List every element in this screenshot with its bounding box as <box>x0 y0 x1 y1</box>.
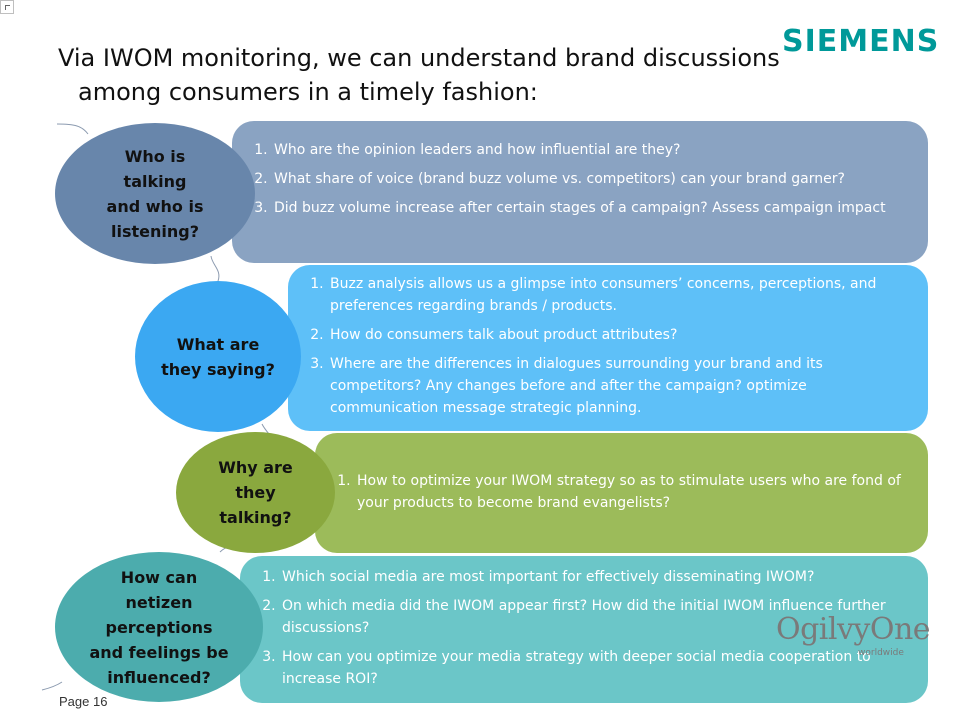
list-item: Who are the opinion leaders and how infl… <box>272 139 904 161</box>
list-item: How can you optimize your media strategy… <box>280 646 908 690</box>
title-line-2: among consumers in a timely fashion: <box>78 78 538 106</box>
question-how: How can netizen perceptions and feelings… <box>55 552 263 702</box>
list-item: Buzz analysis allows us a glimpse into c… <box>328 273 914 317</box>
panel-who: Who are the opinion leaders and how infl… <box>232 121 928 263</box>
page-title: Via IWOM monitoring, we can understand b… <box>58 41 878 109</box>
question-what-label: What are they saying? <box>161 334 275 379</box>
list-item: Which social media are most important fo… <box>280 566 908 588</box>
list-item: What share of voice (brand buzz volume v… <box>272 168 904 190</box>
question-who-label: Who is talking and who is listening? <box>106 146 204 241</box>
list-item: How do consumers talk about product attr… <box>328 324 914 346</box>
question-who: Who is talking and who is listening? <box>55 123 255 264</box>
question-how-label: How can netizen perceptions and feelings… <box>89 567 229 687</box>
title-line-1: Via IWOM monitoring, we can understand b… <box>58 44 780 72</box>
list-item: On which media did the IWOM appear first… <box>280 595 908 639</box>
list-item: How to optimize your IWOM strategy so as… <box>355 470 904 514</box>
corner-mark <box>0 0 14 14</box>
question-what: What are they saying? <box>135 281 301 432</box>
question-why-label: Why are they talking? <box>218 458 293 527</box>
ogilvyone-logo: OgilvyOne <box>776 612 931 647</box>
list-item: Did buzz volume increase after certain s… <box>272 197 904 219</box>
ogilvyone-tagline: worldwide <box>858 648 904 658</box>
siemens-logo: SIEMENS <box>782 24 940 59</box>
panel-what: Buzz analysis allows us a glimpse into c… <box>288 265 928 431</box>
page-number: Page 16 <box>59 694 108 709</box>
panel-why: How to optimize your IWOM strategy so as… <box>315 433 928 553</box>
panel-how: Which social media are most important fo… <box>240 556 928 703</box>
list-item: Where are the differences in dialogues s… <box>328 353 914 419</box>
question-why: Why are they talking? <box>176 432 335 553</box>
